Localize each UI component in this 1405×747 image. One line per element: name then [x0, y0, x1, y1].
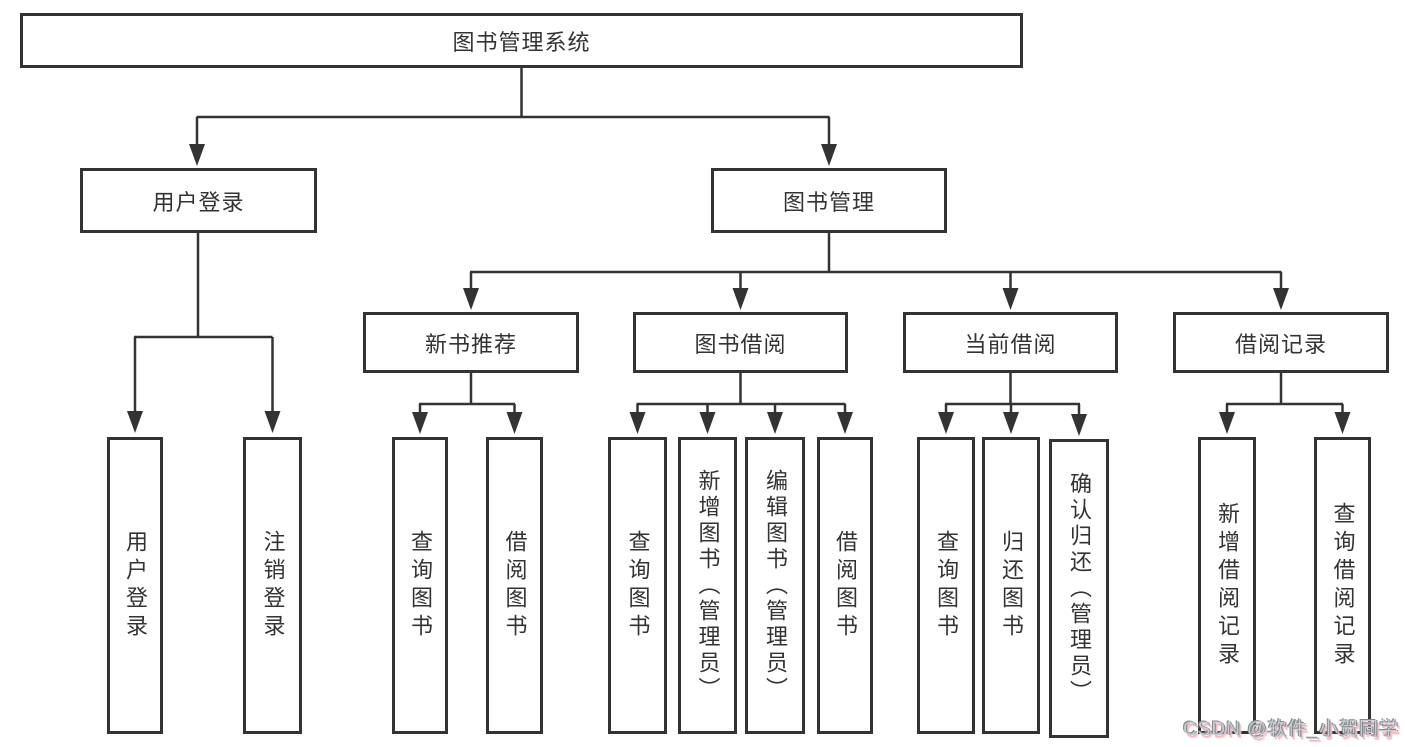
node-leaf-add-borrow-record: 新增借阅记录: [1198, 437, 1256, 734]
node-leaf-query-book-3: 查询图书: [917, 437, 975, 734]
node-leaf-borrow-book-1: 借阅图书: [486, 437, 543, 734]
node-borrow-records: 借阅记录: [1173, 312, 1389, 373]
node-current-borrow: 当前借阅: [903, 312, 1118, 373]
node-leaf-add-book-admin: 新增图书（管理员）: [678, 437, 737, 734]
node-leaf-query-book-2: 查询图书: [608, 437, 667, 734]
node-leaf-logout: 注销登录: [243, 437, 302, 734]
arrowheads: [127, 144, 1351, 436]
node-leaf-confirm-return-admin: 确认归还（管理员）: [1049, 439, 1109, 738]
node-leaf-edit-book-admin: 编辑图书（管理员）: [745, 437, 805, 734]
node-leaf-return-book: 归还图书: [982, 437, 1040, 734]
node-leaf-borrow-book-2: 借阅图书: [817, 437, 873, 734]
node-user-login: 用户登录: [80, 168, 317, 233]
node-new-book-recommend: 新书推荐: [363, 312, 579, 373]
csdn-watermark: CSDN @软件_小贺同学: [1183, 719, 1399, 740]
node-leaf-query-book-1: 查询图书: [392, 437, 448, 734]
node-leaf-user-login: 用户登录: [107, 437, 163, 734]
node-book-borrow: 图书借阅: [633, 312, 848, 373]
node-root-system: 图书管理系统: [20, 13, 1023, 68]
node-book-management: 图书管理: [711, 168, 947, 233]
node-leaf-query-borrow-record: 查询借阅记录: [1314, 437, 1371, 734]
